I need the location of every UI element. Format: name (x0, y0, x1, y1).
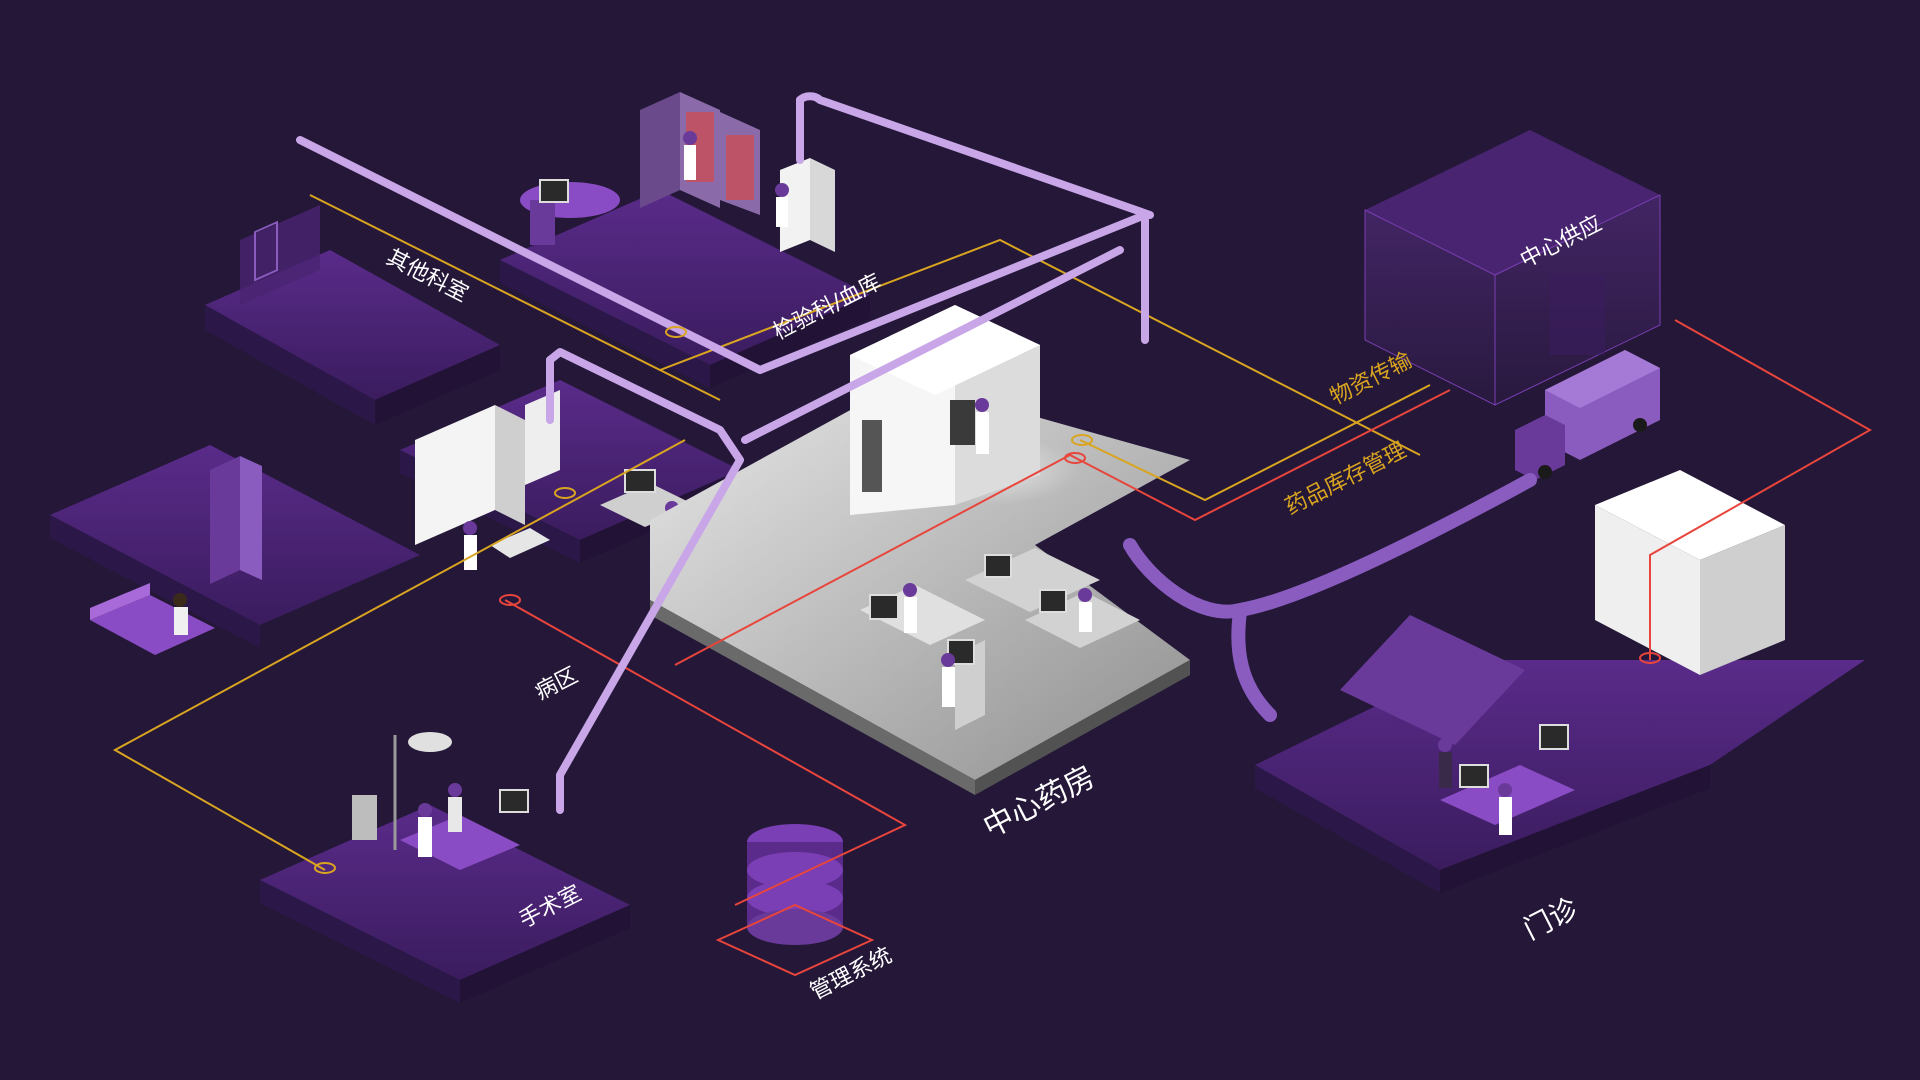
platform-ward (50, 380, 740, 655)
pneumatic-pipes (296, 92, 1154, 814)
supply-flow-arrows (1123, 473, 1537, 722)
label-outpatient: 门诊 (1518, 891, 1583, 946)
label-ward: 病区 (531, 663, 582, 705)
drug-inventory-lines (504, 319, 1873, 906)
label-management-system: 管理系统 (806, 943, 896, 1005)
node-markers-red (499, 452, 1661, 664)
database-management-system (715, 824, 875, 977)
platform-lab-blood-bank (500, 92, 870, 388)
node-markers (314, 326, 1093, 874)
platform-other-departments (205, 205, 500, 425)
platform-operating-room (260, 732, 630, 1003)
platform-central-pharmacy (650, 305, 1190, 795)
label-material-transport: 物资传输 (1326, 348, 1416, 410)
platform-central-supply (1364, 130, 1661, 480)
material-transport-lines (112, 194, 1431, 871)
platform-outpatient (1255, 470, 1865, 893)
